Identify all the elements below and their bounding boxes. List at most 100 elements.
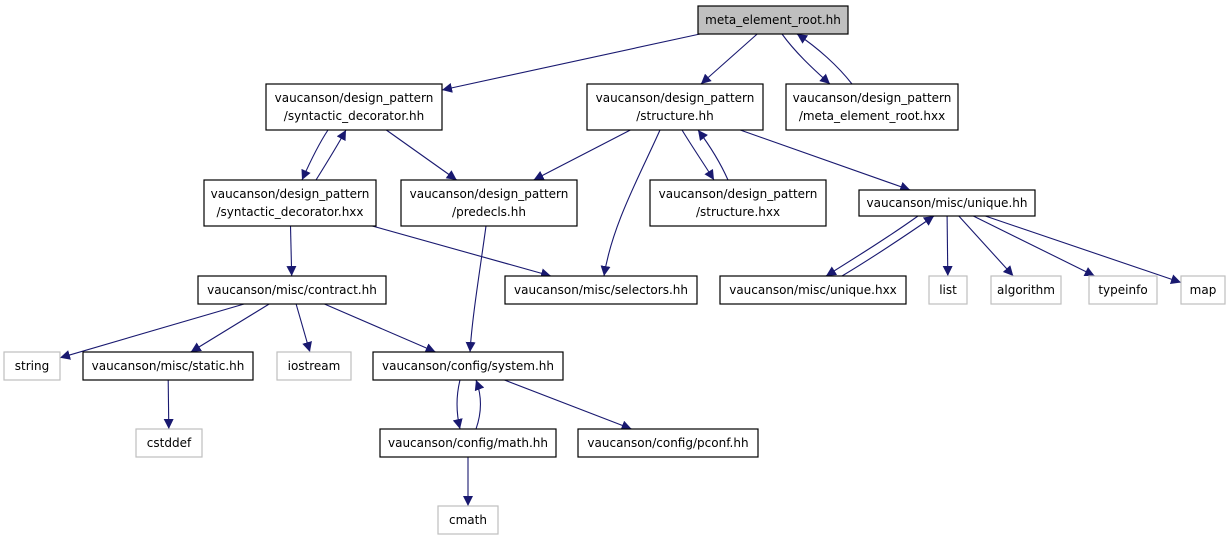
node-st_hh[interactable]: vaucanson/design_pattern/structure.hh [586, 83, 764, 131]
node-math[interactable]: vaucanson/config/math.hh [379, 428, 557, 458]
edge-contract-to-static [190, 303, 270, 353]
node-box [3, 351, 61, 381]
edge-sd_hxx-to-sd_hh [315, 129, 347, 181]
node-pconf[interactable]: vaucanson/config/pconf.hh [577, 428, 759, 458]
node-label: /syntactic_decorator.hh [284, 109, 424, 123]
node-selectors[interactable]: vaucanson/misc/selectors.hh [504, 275, 698, 305]
node-box [82, 351, 254, 381]
node-box [400, 179, 578, 227]
node-mer_hxx[interactable]: vaucanson/design_pattern/meta_element_ro… [785, 83, 959, 131]
node-label: vaucanson/design_pattern [211, 187, 370, 201]
node-label: cmath [449, 513, 487, 527]
edge-st_hh-to-st_hxx [681, 129, 715, 181]
node-box [785, 83, 959, 131]
node-box [577, 428, 759, 458]
edge-root-to-sd_hh [441, 33, 701, 93]
node-label: vaucanson/design_pattern [596, 91, 755, 105]
node-box [928, 275, 968, 305]
node-contract[interactable]: vaucanson/misc/contract.hh [197, 275, 387, 305]
node-static[interactable]: vaucanson/misc/static.hh [82, 351, 254, 381]
node-string: string [3, 351, 61, 381]
node-box [276, 351, 352, 381]
node-box [649, 179, 827, 227]
node-label: vaucanson/config/pconf.hh [587, 436, 748, 450]
node-label: iostream [288, 359, 341, 373]
edge-sd_hxx-to-selectors [372, 225, 552, 279]
node-map: map [1180, 275, 1226, 305]
node-label: vaucanson/misc/contract.hh [207, 283, 377, 297]
node-list: list [928, 275, 968, 305]
node-label: cstddef [147, 436, 192, 450]
edge-predecls-to-system [465, 225, 487, 353]
nodes-layer: meta_element_root.hh vaucanson/design_pat… [3, 5, 1226, 535]
edge-st_hxx-to-st_hh [697, 129, 729, 181]
edge-unique_hxx-to-unique_hh [841, 215, 935, 277]
edge-mer_hxx-to-root [796, 33, 853, 85]
node-label: string [15, 359, 49, 373]
node-root[interactable]: meta_element_root.hh [697, 5, 849, 35]
edge-sd_hh-to-sd_hxx [301, 129, 329, 181]
node-label: vaucanson/misc/unique.hxx [729, 283, 897, 297]
edge-unique_hh-to-list [942, 215, 953, 277]
edge-unique_hh-to-unique_hxx [825, 215, 919, 277]
edge-system-to-math [452, 379, 463, 430]
edge-system-to-pconf [504, 379, 632, 431]
node-label: vaucanson/design_pattern [410, 187, 569, 201]
node-typeinfo: typeinfo [1088, 275, 1158, 305]
node-iostream: iostream [276, 351, 352, 381]
node-sd_hxx[interactable]: vaucanson/design_pattern/syntactic_decor… [203, 179, 377, 227]
edge-contract-to-iostream [295, 303, 312, 353]
node-box [504, 275, 698, 305]
node-label: vaucanson/design_pattern [659, 187, 818, 201]
node-box [203, 179, 377, 227]
node-label: map [1190, 283, 1217, 297]
node-box [372, 351, 564, 381]
edge-unique_hh-to-typeinfo [973, 215, 1095, 277]
node-label: /meta_element_root.hxx [799, 109, 945, 123]
node-label: meta_element_root.hh [705, 13, 841, 27]
edge-math-to-system [474, 379, 485, 430]
edge-contract-to-system [324, 303, 436, 353]
node-box [990, 275, 1062, 305]
node-box [1088, 275, 1158, 305]
node-box [379, 428, 557, 458]
node-st_hxx[interactable]: vaucanson/design_pattern/structure.hxx [649, 179, 827, 227]
node-label: /structure.hh [636, 109, 714, 123]
node-label: vaucanson/config/math.hh [388, 436, 548, 450]
node-label: vaucanson/config/system.hh [382, 359, 554, 373]
node-label: vaucanson/misc/unique.hh [867, 196, 1028, 210]
node-label: algorithm [997, 283, 1055, 297]
node-box [197, 275, 387, 305]
node-unique_hxx[interactable]: vaucanson/misc/unique.hxx [719, 275, 907, 305]
node-label: list [939, 283, 957, 297]
node-label: /syntactic_decorator.hxx [216, 205, 363, 219]
node-label: vaucanson/design_pattern [793, 91, 952, 105]
node-box [586, 83, 764, 131]
edge-sd_hh-to-predecls [385, 129, 458, 181]
edge-unique_hh-to-algorithm [958, 215, 1014, 277]
edge-static-to-cstddef [163, 379, 174, 430]
node-label: vaucanson/design_pattern [275, 91, 434, 105]
node-box [697, 5, 849, 35]
node-box [135, 428, 203, 458]
node-sd_hh[interactable]: vaucanson/design_pattern/syntactic_decor… [265, 83, 443, 131]
node-box [1180, 275, 1226, 305]
edge-contract-to-string [59, 303, 245, 360]
edge-st_hh-to-selectors [600, 129, 661, 277]
edge-st_hh-to-unique_hh [740, 129, 911, 192]
node-box [437, 505, 499, 535]
edge-st_hh-to-predecls [533, 129, 631, 181]
edge-root-to-mer_hxx [781, 33, 831, 85]
node-cmath: cmath [437, 505, 499, 535]
node-unique_hh[interactable]: vaucanson/misc/unique.hh [858, 189, 1036, 217]
node-label: /predecls.hh [452, 205, 526, 219]
node-label: vaucanson/misc/selectors.hh [514, 283, 688, 297]
node-box [858, 189, 1036, 217]
node-system[interactable]: vaucanson/config/system.hh [372, 351, 564, 381]
edge-sd_hxx-to-contract [286, 225, 297, 277]
node-predecls[interactable]: vaucanson/design_pattern/predecls.hh [400, 179, 578, 227]
edge-unique_hh-to-map [985, 215, 1182, 285]
node-cstddef: cstddef [135, 428, 203, 458]
node-box [719, 275, 907, 305]
